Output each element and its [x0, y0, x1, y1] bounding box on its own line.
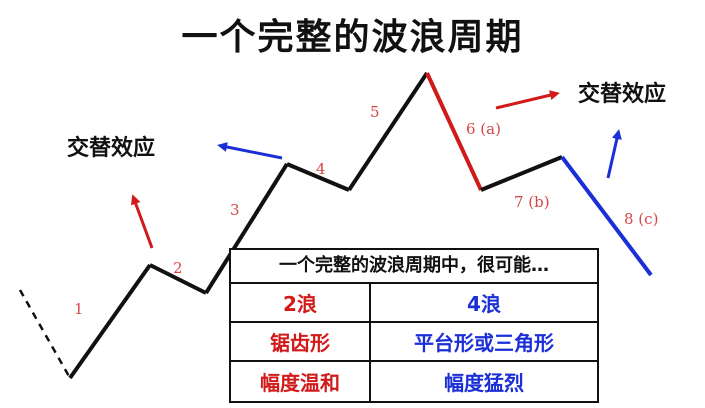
- wave-label-7b: 7 (b): [514, 193, 550, 211]
- table-cell-flat-or-triangle: 平台形或三角形: [414, 331, 554, 355]
- table-cell-zigzag: 锯齿形: [231, 323, 371, 360]
- table-cell-wave4: 4浪: [467, 292, 501, 316]
- alternation-label-left: 交替效应: [67, 135, 156, 161]
- wave-label-2: 2: [173, 259, 183, 277]
- table-row: 2浪 4浪: [231, 284, 597, 323]
- table-cell-mild: 幅度温和: [231, 362, 371, 401]
- wave-8c-line: [560, 155, 653, 277]
- red-arrow-left: [131, 194, 154, 249]
- blue-arrow-right: [606, 129, 622, 179]
- table-row: 幅度温和 幅度猛烈: [231, 362, 597, 401]
- wave-label-3: 3: [230, 201, 240, 219]
- wave-4-line: [286, 162, 350, 192]
- alternation-label-right: 交替效应: [578, 81, 667, 107]
- table-cell-violent: 幅度猛烈: [444, 371, 524, 395]
- wave-5-line: [347, 71, 429, 192]
- table-header: 一个完整的波浪周期中，很可能…: [231, 250, 597, 284]
- wave-1-line: [68, 263, 152, 380]
- wave-label-6a: 6 (a): [466, 120, 501, 138]
- wave-6a-line: [425, 72, 483, 191]
- blue-arrow-left: [217, 142, 283, 160]
- wave-label-8c: 8 (c): [624, 210, 659, 228]
- red-arrow-right: [495, 90, 560, 110]
- lead-in-dashed-line: [18, 289, 72, 379]
- comparison-table: 一个完整的波浪周期中，很可能… 2浪 4浪 锯齿形 平台形或三角形 幅度温和 幅…: [229, 248, 599, 403]
- wave-3-line: [204, 162, 289, 295]
- wave-label-4: 4: [316, 160, 326, 178]
- wave-label-1: 1: [74, 300, 84, 318]
- wave-7b-line: [480, 155, 563, 192]
- wave-label-5: 5: [370, 103, 380, 121]
- page-title: 一个完整的波浪周期: [181, 17, 524, 58]
- wave-2-line: [149, 263, 207, 295]
- table-cell-wave2: 2浪: [231, 284, 371, 321]
- table-row: 锯齿形 平台形或三角形: [231, 323, 597, 362]
